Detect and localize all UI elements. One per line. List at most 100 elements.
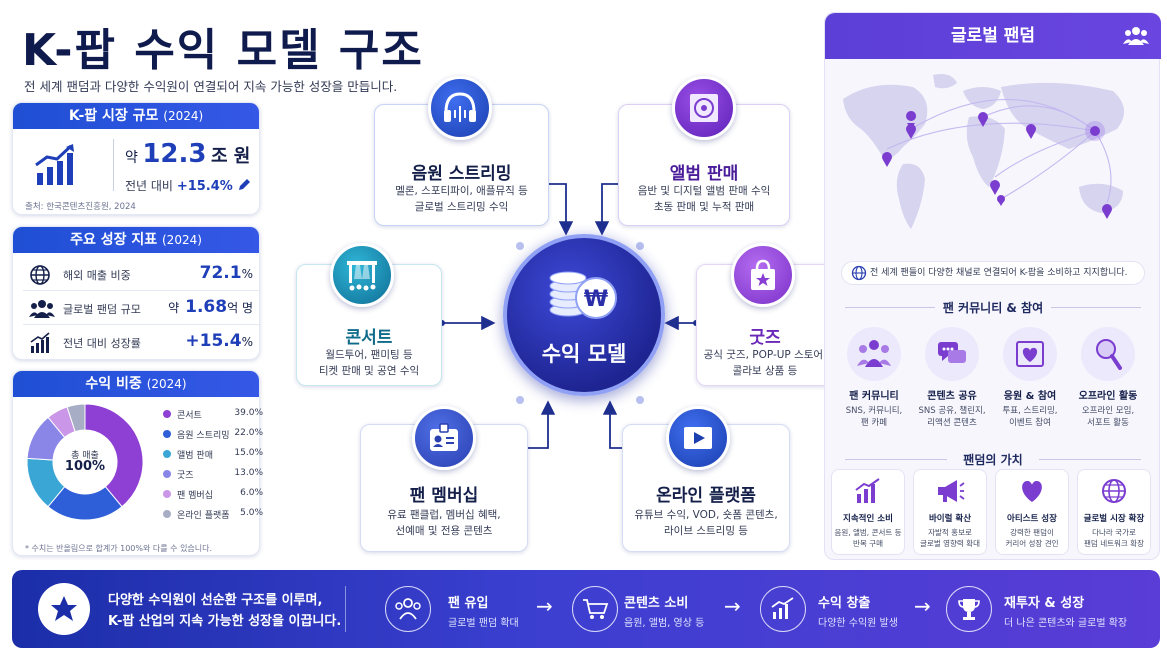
value-card: 지속적인 소비 음원, 앨범, 콘서트 등 반복 구매 bbox=[831, 469, 905, 555]
arrow-right-icon: → bbox=[914, 594, 931, 618]
activity-title: 콘텐츠 공유 bbox=[927, 391, 977, 402]
node-title: 앨범 판매 bbox=[669, 164, 739, 184]
donut-slice bbox=[66, 403, 86, 433]
legend-swatch bbox=[163, 490, 171, 498]
heart-icon bbox=[1022, 480, 1042, 502]
legend-value: 39.0% bbox=[234, 408, 263, 418]
flow-step-title: 수익 창출 bbox=[818, 596, 871, 611]
market-size-number: 12.3 bbox=[142, 139, 207, 169]
pencil-icon bbox=[238, 179, 250, 190]
activity-desc: 오프라인 모임, 서포트 활동 bbox=[1081, 406, 1135, 428]
map-caption: 전 세계 팬들이 다양한 채널로 연결되어 K-팝을 소비하고 지지합니다. bbox=[841, 261, 1145, 285]
legend-label: 굿즈 bbox=[177, 471, 194, 481]
market-size-value: 약 12.3 조 원 bbox=[125, 139, 250, 169]
indicator-value: 약 1.68억 명 bbox=[168, 297, 253, 317]
value-title: 지속적인 소비 bbox=[843, 514, 893, 524]
value-desc: 강력한 팬덤이 커리어 성장 견인 bbox=[1005, 528, 1059, 548]
value-card: 글로벌 시장 확장 다나라 국가로 팬덤 네트워크 확장 bbox=[1077, 469, 1151, 555]
value-card: 아티스트 성장 강력한 팬덤이 커리어 성장 견인 bbox=[995, 469, 1069, 555]
legend-label: 콘서트 bbox=[177, 411, 202, 421]
activity-item: 팬 커뮤니티 SNS, 커뮤니티, 팬 카페 bbox=[835, 327, 913, 429]
growth-indicators-year: (2024) bbox=[162, 233, 202, 247]
growth-chart-icon bbox=[30, 332, 50, 353]
legend-swatch bbox=[163, 510, 171, 518]
world-map bbox=[843, 74, 1125, 229]
indicator-row: 전년 대비 성장률 +15.4% bbox=[23, 325, 259, 359]
id-card-icon bbox=[412, 406, 476, 470]
revenue-donut-chart bbox=[26, 403, 144, 521]
global-fandom-title: 글로벌 팬덤 bbox=[950, 26, 1036, 46]
indicator-value: +15.4% bbox=[185, 331, 253, 351]
megaphone-icon bbox=[938, 480, 965, 502]
legend-value: 5.0% bbox=[240, 508, 263, 518]
flow-step-desc: 음원, 앨범, 영상 등 bbox=[624, 618, 705, 629]
hub-label: 수익 모델 bbox=[541, 342, 627, 366]
indicator-label: 글로벌 팬덤 규모 bbox=[63, 303, 141, 316]
activity-item: 오프라인 활동 오프라인 모임, 서포트 활동 bbox=[1069, 327, 1147, 429]
growth-indicators-card: 주요 성장 지표 (2024) 해외 매출 비중 72.1% 글로벌 팬덤 규모… bbox=[12, 226, 260, 360]
market-size-yoy-value: +15.4% bbox=[176, 179, 233, 194]
section-divider bbox=[1051, 307, 1141, 308]
activity-desc: 투표, 스트리밍, 이벤트 참여 bbox=[1002, 406, 1058, 428]
revenue-note: * 수치는 반올림으로 합계가 100%와 다를 수 있습니다. bbox=[25, 544, 213, 553]
users-icon bbox=[29, 300, 55, 318]
donut-center-value: 100% bbox=[64, 459, 106, 474]
node-desc: 유료 팬클럽, 멤버십 혜택, 선예매 및 전용 콘텐츠 bbox=[387, 509, 501, 537]
growth-chart-icon bbox=[35, 144, 74, 185]
market-size-title: K-팝 시장 규모 bbox=[68, 108, 159, 124]
node-title: 온라인 플랫폼 bbox=[656, 486, 756, 506]
legend-label: 팬 멤버십 bbox=[177, 491, 213, 501]
legend-item: 콘서트 39.0% bbox=[163, 405, 263, 425]
activity-title: 팬 커뮤니티 bbox=[849, 391, 899, 402]
market-size-card: K-팝 시장 규모 (2024) 약 12.3 조 원 전년 대비 +15.4%… bbox=[12, 102, 260, 215]
node-desc: 월드투어, 팬미팅 등 티켓 판매 및 공연 수익 bbox=[318, 349, 420, 377]
bar-chart-icon bbox=[855, 478, 880, 503]
node-desc: 공식 굿즈, POP-UP 스토어, 콜라보 상품 등 bbox=[703, 349, 827, 377]
flow-step-desc: 글로벌 팬덤 확대 bbox=[448, 618, 519, 629]
play-icon bbox=[666, 406, 730, 470]
value-desc: 음원, 앨범, 콘서트 등 반복 구매 bbox=[834, 528, 902, 548]
indicator-number: 72.1 bbox=[199, 263, 242, 283]
legend-label: 음원 스트리밍 bbox=[177, 431, 230, 441]
section-divider bbox=[845, 307, 935, 308]
globe-icon bbox=[851, 265, 867, 281]
indicator-value: 72.1% bbox=[200, 263, 253, 283]
market-size-prefix: 약 bbox=[125, 150, 138, 166]
node-desc: 유튜브 수익, VOD, 숏폼 콘텐츠, 라이브 스트리밍 등 bbox=[634, 509, 778, 537]
market-size-source: 출처: 한국콘텐츠진흥원, 2024 bbox=[25, 202, 136, 212]
indicator-prefix: 약 bbox=[168, 301, 180, 315]
indicator-suffix: 억 명 bbox=[227, 301, 253, 315]
community-icon bbox=[847, 327, 901, 381]
node-streaming: 음원 스트리밍 멜론, 스포티파이, 애플뮤직 등 글로벌 스트리밍 수익 bbox=[374, 104, 549, 226]
album-icon bbox=[672, 76, 736, 140]
growth-indicators-header: 주요 성장 지표 (2024) bbox=[13, 227, 259, 253]
legend-swatch bbox=[163, 430, 171, 438]
node-title: 팬 멤버십 bbox=[409, 486, 479, 506]
legend-value: 6.0% bbox=[240, 488, 263, 498]
activity-title: 오프라인 활동 bbox=[1078, 391, 1138, 402]
indicator-number: +15.4 bbox=[185, 331, 242, 351]
users-icon bbox=[1123, 27, 1149, 45]
legend-swatch bbox=[163, 470, 171, 478]
value-desc: 자발적 홍보로 글로벌 영향력 확대 bbox=[920, 528, 980, 548]
legend-label: 온라인 플랫폼 bbox=[177, 511, 230, 521]
value-title: 아티스트 성장 bbox=[1007, 514, 1057, 524]
activity-item: 응원 & 참여 투표, 스트리밍, 이벤트 참여 bbox=[991, 327, 1069, 429]
indicator-label: 해외 매출 비중 bbox=[63, 269, 131, 282]
donut-slice bbox=[84, 403, 144, 508]
map-caption-text: 전 세계 팬들이 다양한 채널로 연결되어 K-팝을 소비하고 지지합니다. bbox=[870, 268, 1128, 278]
trophy-icon bbox=[946, 586, 992, 632]
node-title: 콘서트 bbox=[345, 328, 393, 348]
revenue-share-card: 수익 비중 (2024) 총 매출 100% * 수치는 반올림으로 합계가 1… bbox=[12, 370, 263, 556]
section-divider bbox=[1039, 459, 1141, 460]
flow-step-desc: 더 나은 콘텐츠와 글로벌 확장 bbox=[1004, 618, 1128, 629]
indicator-row: 해외 매출 비중 72.1% bbox=[23, 257, 259, 291]
shopping-bag-icon bbox=[731, 243, 795, 307]
node-title: 음원 스트리밍 bbox=[411, 164, 512, 184]
indicator-row: 글로벌 팬덤 규모 약 1.68억 명 bbox=[23, 291, 259, 325]
market-size-header: K-팝 시장 규모 (2024) bbox=[13, 103, 259, 129]
page-title: K-팝 수익 모델 구조 bbox=[22, 25, 424, 76]
revenue-share-title: 수익 비중 bbox=[85, 376, 142, 392]
